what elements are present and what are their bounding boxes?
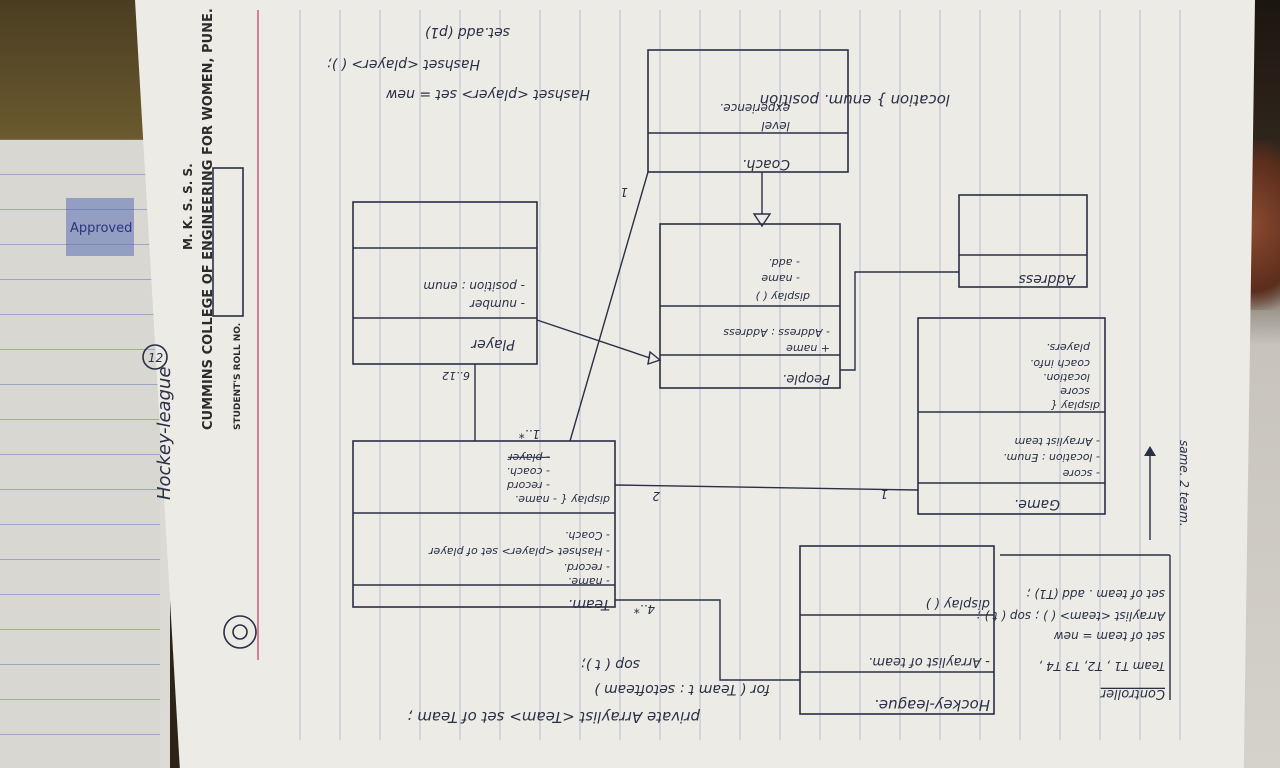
class-method: location. bbox=[1043, 371, 1090, 384]
multiplicity: 6..12 bbox=[442, 369, 470, 382]
class-method: players. bbox=[1046, 341, 1091, 354]
approval-stamp bbox=[66, 198, 134, 256]
roll-box bbox=[212, 167, 244, 317]
class-attribute: + name bbox=[786, 342, 830, 355]
controller-title: Controller bbox=[1099, 686, 1165, 701]
society-name: M. K. S. S. S. bbox=[181, 163, 195, 250]
class-people: People. + name - Address : Address displ… bbox=[659, 223, 841, 389]
class-method: coach info. bbox=[1030, 357, 1090, 370]
multiplicity: 1 bbox=[880, 487, 888, 501]
class-method: - player bbox=[506, 451, 550, 464]
hashset-note-1: Hashset <player> set = new bbox=[385, 86, 590, 102]
class-player: Player - number - position : enum bbox=[352, 201, 538, 365]
class-attribute: - Hashset <player> set of player bbox=[428, 545, 610, 558]
page-title: Hockey-league bbox=[154, 367, 175, 500]
controller-line: Arraylist <team> ( ) ; sop ( t ) ; bbox=[977, 609, 1166, 623]
title-number-circle bbox=[142, 344, 168, 370]
class-method: display ( ) bbox=[925, 596, 990, 611]
title-number: 12 bbox=[148, 351, 163, 365]
class-name: Team. bbox=[568, 596, 610, 612]
relationships bbox=[474, 171, 1156, 681]
side-note: same. 2 team. bbox=[1177, 440, 1191, 527]
institution-name: CUMMINS COLLEGE OF ENGINEERING FOR WOMEN… bbox=[201, 8, 216, 430]
sop-note: sop ( t ); bbox=[581, 656, 640, 672]
class-method: - add. bbox=[768, 256, 800, 269]
enum-note: location } enum. position bbox=[760, 91, 950, 109]
class-attribute: - position : enum bbox=[423, 279, 525, 293]
title-block: Hockey-league bbox=[154, 367, 175, 500]
class-team: Team. - name. - record. - Hashset <playe… bbox=[352, 440, 616, 612]
class-attribute: experience. bbox=[719, 101, 790, 115]
class-attribute: - Address : Address bbox=[723, 326, 830, 339]
class-attribute: - number bbox=[469, 297, 525, 311]
for-loop-note: for ( Team t : setofteam ) bbox=[594, 681, 770, 697]
set-add-note: set.add (p1) bbox=[425, 24, 510, 40]
class-attribute: level bbox=[761, 119, 790, 133]
class-name: Game. bbox=[1014, 496, 1060, 512]
class-method: - name bbox=[761, 272, 800, 285]
arraylist-declaration: private Arraylist <Team> set of Team ; bbox=[407, 708, 701, 726]
class-name: People. bbox=[782, 371, 830, 386]
multiplicity-labels: 4..* 1..* 6..12 1 2 1 bbox=[442, 185, 888, 616]
class-name: Hockey-league. bbox=[874, 696, 990, 714]
class-method: score bbox=[1060, 385, 1090, 398]
class-name: Address bbox=[1019, 271, 1076, 287]
class-attribute: - record. bbox=[563, 561, 610, 574]
class-address: Address bbox=[958, 194, 1088, 288]
class-game: Game. - score - location : Enum. - Array… bbox=[917, 317, 1106, 515]
class-hockey-league: Hockey-league. - Arraylist of team. disp… bbox=[799, 545, 995, 715]
multiplicity: 2 bbox=[652, 489, 660, 503]
class-attribute: - Coach. bbox=[565, 529, 610, 542]
class-method: - record bbox=[506, 479, 550, 492]
controller-line: Team T1 , T2, T3 T4 , bbox=[1039, 659, 1165, 673]
roll-label: STUDENT'S ROLL NO. bbox=[233, 323, 243, 430]
class-method: display { - name. bbox=[515, 493, 610, 506]
class-attribute: - location : Enum. bbox=[1003, 451, 1100, 464]
notes: location } enum. position Hashset <playe… bbox=[327, 24, 1191, 726]
class-attribute: - name. bbox=[568, 575, 610, 588]
class-name: Player bbox=[470, 336, 515, 352]
class-attribute: - Arraylist team bbox=[1015, 435, 1100, 448]
class-coach: Coach. level experience. bbox=[647, 49, 849, 173]
multiplicity: 1..* bbox=[519, 427, 540, 441]
controller-line: set of team = new bbox=[1054, 629, 1165, 643]
stamp-text: Approved bbox=[70, 221, 132, 236]
college-emblem bbox=[223, 615, 257, 649]
controller-line: set of team . add (T1) ; bbox=[1026, 587, 1165, 601]
multiplicity: 4..* bbox=[634, 602, 655, 616]
paper-sheet bbox=[135, 0, 1255, 768]
letterhead: CUMMINS COLLEGE OF ENGINEERING FOR WOMEN… bbox=[181, 8, 243, 430]
class-attribute: - Arraylist of team. bbox=[868, 654, 990, 669]
class-name: Coach. bbox=[742, 156, 790, 172]
hashset-note-2: Hashset <player> ( ); bbox=[327, 56, 480, 72]
class-attribute: - score bbox=[1063, 467, 1100, 480]
class-method: - coach. bbox=[506, 465, 550, 478]
multiplicity: 1 bbox=[620, 185, 628, 199]
class-method: display ( ) bbox=[755, 290, 810, 303]
class-method: display { bbox=[1050, 399, 1100, 412]
